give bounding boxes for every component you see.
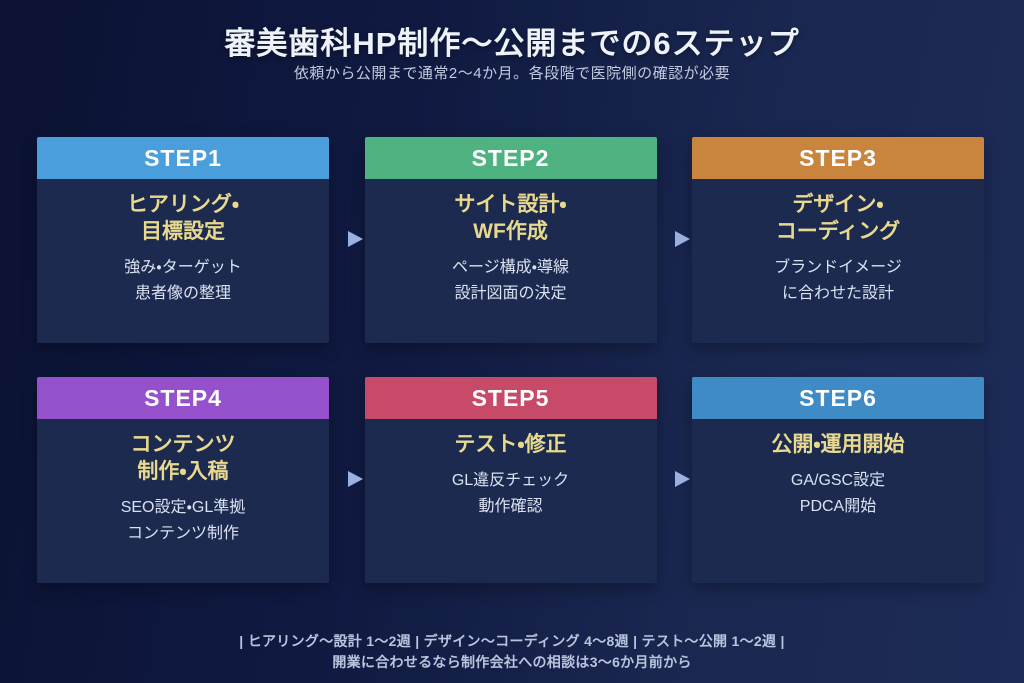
step-header: STEP5 (364, 377, 657, 419)
step-body: サイト設計・ WF作成 ページ構成・導線 設計図面の決定 (365, 179, 657, 343)
step-label: STEP1 (144, 144, 222, 171)
step-label: STEP4 (144, 384, 222, 411)
footer: | ヒアリング〜設計 1〜2週 | デザイン〜コーディング 4〜8週 | テスト… (0, 631, 1024, 673)
arrow-right-icon (675, 231, 690, 247)
step-body: テスト・修正 GL違反チェック 動作確認 (365, 419, 657, 583)
step-header: STEP4 (37, 377, 329, 419)
step-body: コンテンツ 制作・入稿 SEO設定・GL準拠 コンテンツ制作 (37, 419, 329, 583)
arrow-right-icon (348, 231, 363, 247)
step-description: ブランドイメージ に合わせた設計 (774, 258, 902, 302)
footer-timeline: | ヒアリング〜設計 1〜2週 | デザイン〜コーディング 4〜8週 | テスト… (239, 633, 785, 649)
step-body: 公開・運用開始 GA/GSC設定 PDCA開始 (692, 419, 984, 583)
step-card-1: STEP1 ヒアリング・ 目標設定 強み・ターゲット 患者像の整理 (37, 137, 329, 343)
step-description: GL違反チェック 動作確認 (451, 471, 570, 515)
step-label: STEP6 (799, 384, 877, 411)
step-card-2: STEP2 サイト設計・ WF作成 ページ構成・導線 設計図面の決定 (364, 137, 657, 343)
step-label: STEP3 (799, 144, 877, 171)
step-title: デザイン・ コーディング (775, 193, 901, 243)
footer-note: 開業に合わせるなら制作会社への相談は3〜6か月前から (332, 654, 692, 670)
step-description: SEO設定・GL準拠 コンテンツ制作 (120, 498, 246, 542)
step-body: デザイン・ コーディング ブランドイメージ に合わせた設計 (692, 179, 984, 343)
step-title: サイト設計・ WF作成 (454, 193, 567, 243)
step-description: GA/GSC設定 PDCA開始 (790, 471, 886, 515)
step-description: ページ構成・導線 設計図面の決定 (451, 258, 570, 302)
step-card-3: STEP3 デザイン・ コーディング ブランドイメージ に合わせた設計 (692, 137, 984, 343)
step-title: ヒアリング・ 目標設定 (126, 193, 240, 243)
step-title: 公開・運用開始 (771, 433, 905, 456)
step-card-6: STEP6 公開・運用開始 GA/GSC設定 PDCA開始 (692, 377, 984, 583)
step-card-5: STEP5 テスト・修正 GL違反チェック 動作確認 (364, 377, 657, 583)
page-title: 審美歯科HP制作〜公開までの6ステップ (224, 26, 800, 61)
step-header: STEP2 (364, 137, 657, 179)
step-header: STEP3 (692, 137, 984, 179)
steps-grid: STEP1 ヒアリング・ 目標設定 強み・ターゲット 患者像の整理 STEP2 … (37, 137, 984, 583)
step-label: STEP5 (471, 384, 550, 411)
step-description: 強み・ターゲット 患者像の整理 (124, 258, 242, 302)
page-subtitle: 依頼から公開まで通常2〜4か月。各段階で医院側の確認が必要 (293, 65, 731, 82)
step-header: STEP1 (37, 137, 329, 179)
arrow-right-icon (348, 471, 363, 487)
step-label: STEP2 (471, 144, 550, 171)
step-title: コンテンツ 制作・入稿 (130, 433, 236, 483)
step-title: テスト・修正 (454, 433, 567, 456)
step-body: ヒアリング・ 目標設定 強み・ターゲット 患者像の整理 (37, 179, 329, 343)
step-header: STEP6 (692, 377, 984, 419)
step-card-4: STEP4 コンテンツ 制作・入稿 SEO設定・GL準拠 コンテンツ制作 (37, 377, 329, 583)
arrow-right-icon (675, 471, 690, 487)
